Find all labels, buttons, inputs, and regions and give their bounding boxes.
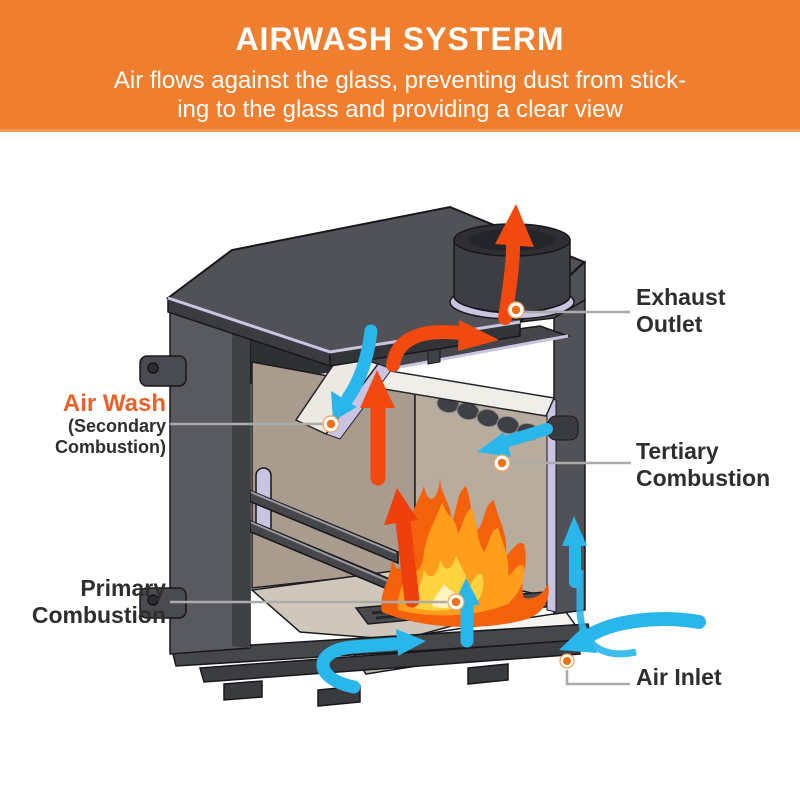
callout-dot-tertiary — [493, 454, 511, 472]
page-subtitle-line1: Air flows against the glass, preventing … — [113, 67, 687, 94]
page-title: AIRWASH SYSTERM — [235, 21, 565, 57]
label-exhaust-outlet: Exhaust Outlet — [636, 284, 725, 338]
exhaust-flow-arrow-icon — [495, 204, 534, 325]
label-tertiary-line2: Combustion — [636, 465, 771, 491]
flame-heat-arrow-icon — [384, 488, 420, 608]
callout-dot-primary — [447, 593, 465, 611]
label-air-wash-sub2: Combustion) — [55, 437, 166, 457]
label-air-wash: Air Wash (Secondary Combustion) — [18, 392, 166, 458]
side-brackets — [139, 355, 187, 619]
air-inlet-arrow-icon — [559, 612, 706, 653]
stove-left-wall — [169, 307, 251, 655]
label-primary-line2: Combustion — [31, 602, 166, 628]
callout-dots — [322, 301, 575, 669]
label-air-wash-title: Air Wash — [62, 390, 166, 417]
header-banner: AIRWASH SYSTERM Air flows against the gl… — [0, 0, 800, 132]
airwash-flow-arrow-icon — [331, 324, 378, 421]
label-exhaust-line1: Exhaust — [636, 284, 726, 310]
leader-lines — [170, 310, 631, 686]
rear-channel-up-arrow-icon — [562, 516, 587, 588]
baffle-flow-arrow-icon — [386, 320, 499, 372]
rear-channel-air-path — [576, 570, 637, 658]
callout-dot-airinlet — [559, 653, 575, 669]
label-exhaust-line2: Outlet — [636, 311, 703, 337]
page-subtitle-line2: ing to the glass and providing a clear v… — [177, 96, 623, 123]
tertiary-air-arrow-icon — [477, 423, 553, 457]
rising-heat-arrow-icon — [360, 370, 395, 486]
leader-line-airinlet — [565, 670, 630, 686]
hot-flow-arrows — [360, 204, 534, 608]
label-primary-combustion: Primary Combustion — [18, 575, 166, 629]
page-subtitle: Air flows against the glass, preventing … — [0, 66, 800, 124]
log-retainer-bars — [243, 467, 405, 598]
label-tertiary-line1: Tertiary — [636, 438, 719, 464]
label-air-inlet: Air Inlet — [636, 664, 722, 690]
callout-dot-exhaust — [507, 301, 525, 319]
callout-dot-airwash — [322, 415, 340, 433]
label-primary-line1: Primary — [80, 575, 166, 601]
label-air-wash-sub1: (Secondary — [67, 416, 166, 436]
base-air-swoosh-arrow-icon — [316, 629, 426, 694]
label-tertiary-combustion: Tertiary Combustion — [636, 438, 770, 492]
